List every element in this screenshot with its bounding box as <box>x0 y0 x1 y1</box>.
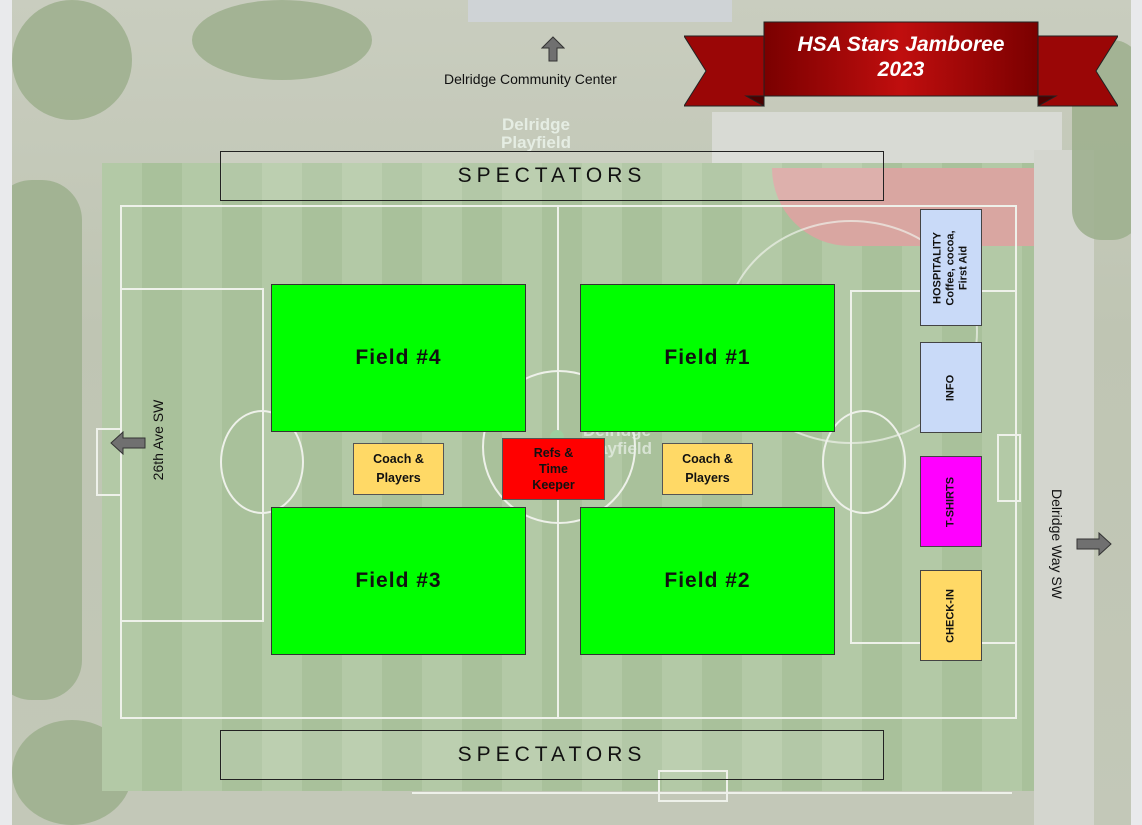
tshirts-station: T-SHIRTS <box>920 456 982 547</box>
banner-title: HSA Stars Jamboree 2023 <box>797 33 1005 81</box>
north-plaza <box>712 112 1062 164</box>
refs-timekeeper: Refs & Time Keeper <box>502 438 605 500</box>
top-building <box>468 0 732 22</box>
bottom-edge-line <box>412 792 1012 794</box>
checkin-text: CHECK-IN <box>944 588 957 643</box>
title-banner <box>684 21 1118 107</box>
left-goal-box <box>96 428 122 496</box>
field-2: Field #2 <box>580 507 835 655</box>
hospitality-text: HOSPITALITY Coffee, cocoa, First Aid <box>931 229 970 306</box>
field-1: Field #1 <box>580 284 835 432</box>
east-walkway <box>1034 150 1094 825</box>
field-3: Field #3 <box>271 507 526 655</box>
coach-players-right: Coach & Players <box>662 443 753 495</box>
bottom-goal-box <box>658 770 728 802</box>
info-text: INFO <box>944 374 957 401</box>
checkin-station: CHECK-IN <box>920 570 982 661</box>
arrow-up-icon <box>541 36 565 62</box>
tree <box>12 180 82 700</box>
hospitality-station: HOSPITALITY Coffee, cocoa, First Aid <box>920 209 982 326</box>
arrow-left-icon <box>110 431 146 455</box>
east-street-label: Delridge Way SW <box>1049 489 1065 599</box>
tshirts-text: T-SHIRTS <box>944 476 957 527</box>
coach-players-left: Coach & Players <box>353 443 444 495</box>
center-circle <box>482 370 636 524</box>
field-4: Field #4 <box>271 284 526 432</box>
community-center-label: Delridge Community Center <box>444 71 617 87</box>
spectators-bottom: SPECTATORS <box>220 730 884 780</box>
spectators-top: SPECTATORS <box>220 151 884 201</box>
arrow-right-icon <box>1076 532 1112 556</box>
map-watermark: Delridge Playfield <box>501 115 571 152</box>
left-arc <box>220 410 304 514</box>
tree <box>192 0 372 80</box>
tree <box>12 0 132 120</box>
info-station: INFO <box>920 342 982 433</box>
west-street-label: 26th Ave SW <box>150 399 166 481</box>
right-goal-box <box>997 434 1021 502</box>
